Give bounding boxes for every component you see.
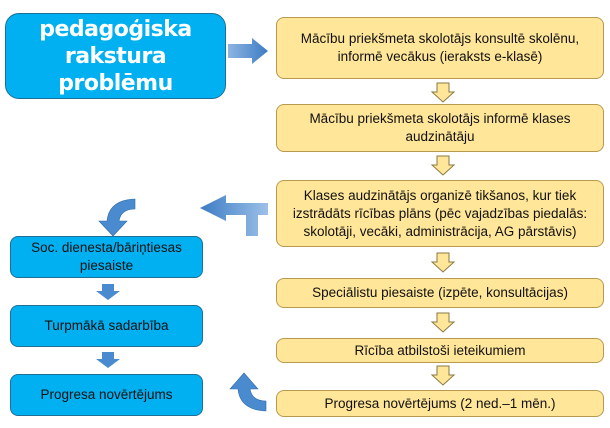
arrow-down-icon	[96, 284, 120, 300]
arrow-right-icon	[228, 38, 268, 64]
flowchart-title: Rīcība pedagoģiska rakstura problēmu gad…	[5, 0, 226, 123]
step-5: Rīcība atbilstoši ieteikumiem	[276, 338, 604, 363]
step-3: Klases audzinātājs organizē tikšanos, ku…	[276, 180, 604, 247]
arrow-down-icon	[430, 312, 456, 333]
arrow-down-icon	[96, 352, 120, 368]
side-step-1: Soc. dienesta/bāriņtiesas piesaiste	[10, 236, 203, 278]
step-2: Mācību priekšmeta skolotājs informē klas…	[276, 104, 604, 152]
arrow-down-icon	[430, 82, 456, 103]
curved-arrow-down-icon	[98, 198, 136, 237]
curved-arrow-up-icon	[229, 372, 267, 412]
arrow-down-icon	[430, 155, 456, 176]
step-4: Speciālistu piesaiste (izpēte, konsultāc…	[276, 278, 604, 308]
arrow-down-icon	[430, 252, 456, 273]
bent-arrow-left-icon	[200, 195, 268, 236]
step-1: Mācību priekšmeta skolotājs konsultē sko…	[276, 17, 604, 79]
arrow-down-icon	[430, 365, 456, 386]
step-6: Progresa novērtējums (2 ned.–1 mēn.)	[276, 390, 604, 417]
side-step-2: Turpmākā sadarbība	[10, 305, 203, 347]
side-step-3: Progresa novērtējums	[10, 374, 203, 416]
